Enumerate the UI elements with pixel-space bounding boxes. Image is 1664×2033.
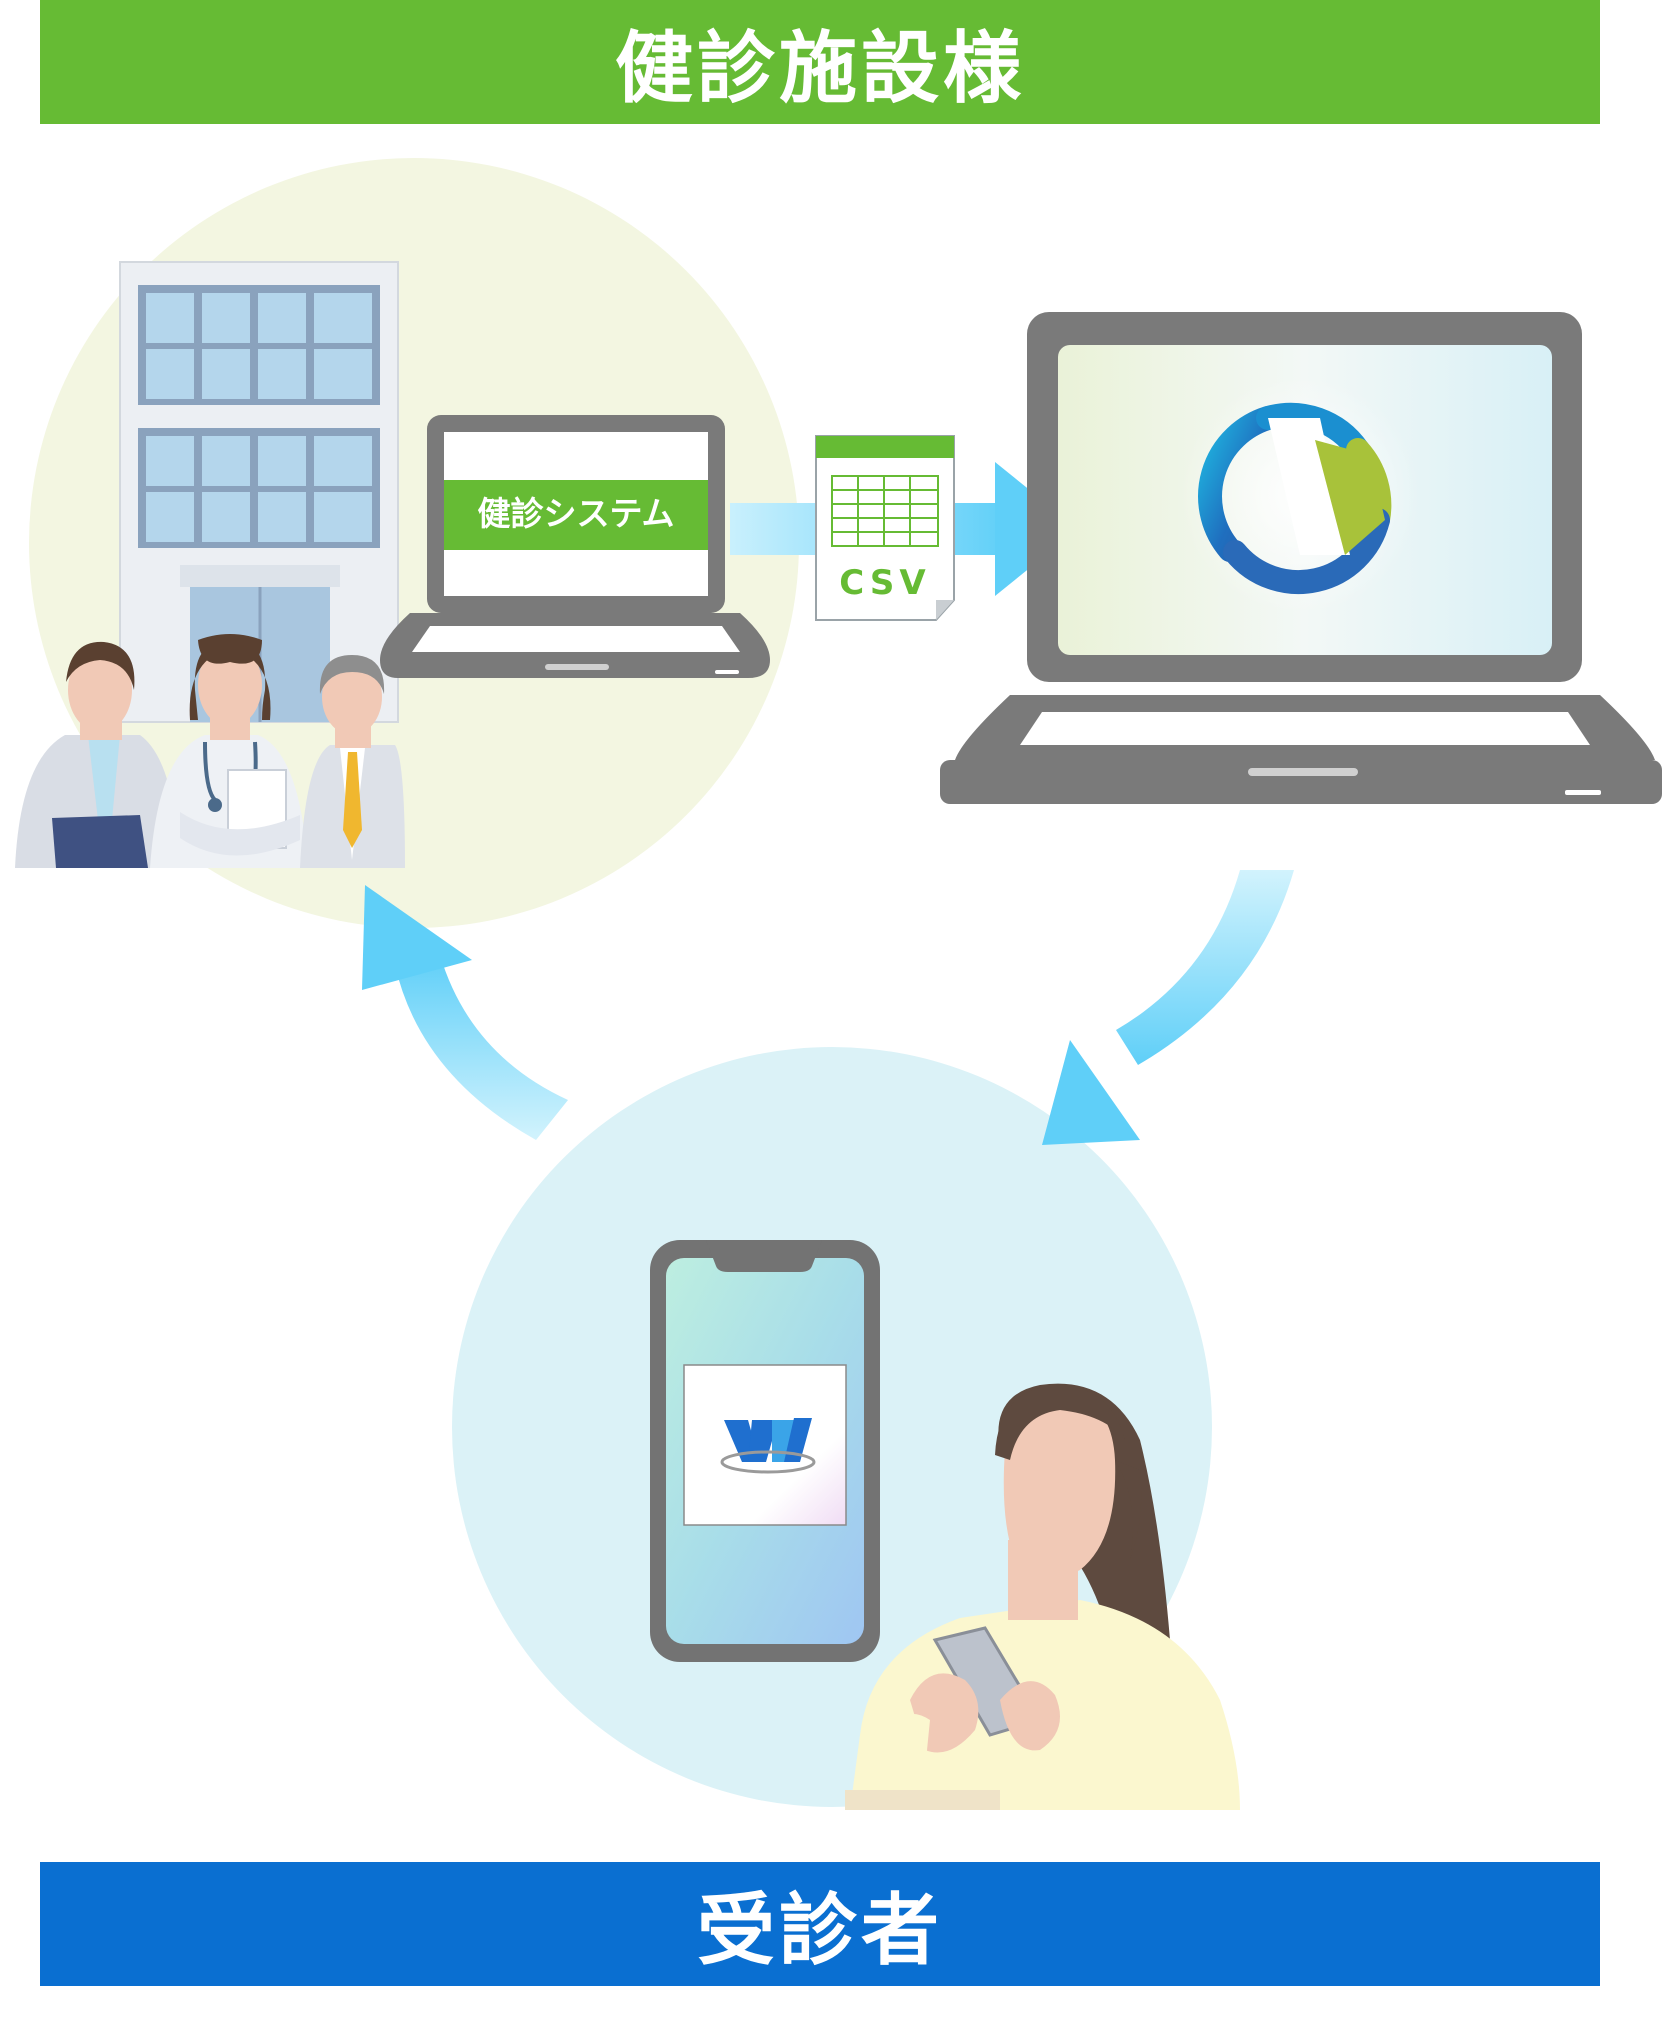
- facility-system-label: 健診システム: [477, 494, 674, 533]
- csv-file-icon: CSV: [815, 435, 955, 621]
- patient-banner-title: 受診者: [696, 1886, 943, 1976]
- smartphone-icon: [650, 1240, 880, 1662]
- facility-banner-title: 健診施設様: [614, 24, 1025, 114]
- laptop-small: 健診システム: [380, 415, 770, 678]
- laptop-large: [940, 312, 1662, 804]
- arrow-to-facility: [362, 885, 568, 1140]
- woman-with-phone-icon: [845, 1383, 1240, 1810]
- medical-staff-icon: [15, 634, 405, 868]
- app-logo-icon: [1198, 402, 1392, 595]
- arrow-to-patient: [1042, 870, 1294, 1145]
- facility-system-screen: [444, 480, 708, 550]
- csv-label: CSV: [839, 563, 930, 603]
- facility-banner: 健診施設様: [40, 0, 1600, 124]
- patient-banner: 受診者: [40, 1862, 1600, 1986]
